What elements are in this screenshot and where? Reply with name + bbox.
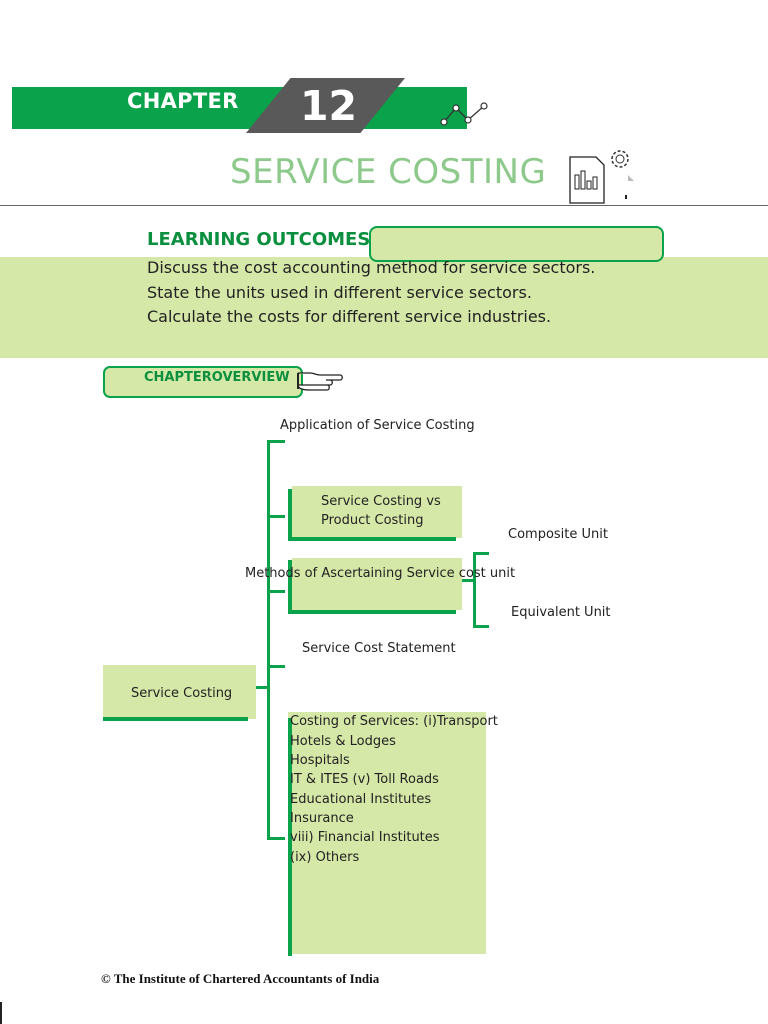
services-list-item: Educational Institutes [290, 792, 432, 807]
root-node-label: Service Costing [131, 686, 233, 701]
branch-tick [267, 440, 285, 443]
branch-tick [267, 515, 285, 518]
page-edge-mark [0, 1002, 2, 1024]
node-methods: Methods of Ascertaining Service cost uni… [245, 566, 516, 581]
learning-outcomes-heading: LEARNING OUTCOMES [147, 229, 371, 250]
services-list-item: Hotels & Lodges [290, 734, 396, 749]
node-vs-line1: Service Costing vs [321, 494, 441, 509]
learning-outcomes-tab [369, 226, 664, 262]
vs-node-box [292, 486, 462, 538]
title-rule [0, 205, 768, 206]
chapter-label: CHAPTER [127, 89, 239, 113]
services-list-item: IT & ITES (v) Toll Roads [290, 772, 439, 787]
vs-node-underline [288, 537, 456, 541]
learning-outcomes-panel [0, 257, 768, 358]
services-node-edge [288, 718, 292, 956]
chapter-overview-label: CHAPTEROVERVIEW [144, 370, 290, 385]
root-node-underline [103, 717, 248, 721]
methods-bracket-bottom [473, 625, 489, 628]
main-trunk-line [267, 440, 270, 840]
chapter-banner [12, 87, 467, 129]
node-application: Application of Service Costing [280, 418, 475, 433]
line-chart-icon [440, 102, 488, 126]
methods-node-edge [288, 560, 292, 614]
services-list-item: viii) Financial Institutes [290, 830, 440, 845]
learning-outcome-item: State the units used in different servic… [147, 283, 532, 302]
services-list-item: Hospitals [290, 753, 350, 768]
chapter-number: 12 [300, 82, 358, 130]
chapter-overview-box [103, 366, 303, 398]
node-composite-unit: Composite Unit [508, 527, 608, 542]
learning-outcome-item: Discuss the cost accounting method for s… [147, 258, 596, 277]
node-cost-statement: Service Cost Statement [302, 641, 456, 656]
node-vs-line2: Product Costing [321, 513, 424, 528]
methods-bracket [473, 552, 476, 628]
node-equivalent-unit: Equivalent Unit [511, 605, 611, 620]
services-list-item: Insurance [290, 811, 354, 826]
learning-outcome-item: Calculate the costs for different servic… [147, 307, 552, 326]
services-list-item: (ix) Others [290, 850, 360, 865]
services-node-box [288, 712, 486, 954]
methods-node-box [292, 558, 462, 610]
vs-node-edge [288, 489, 292, 540]
root-node-box [103, 665, 256, 719]
copyright-footer: © The Institute of Chartered Accountants… [101, 971, 380, 986]
services-list-item: Costing of Services: (i)Transport [290, 714, 498, 729]
root-connector [256, 686, 270, 689]
methods-node-underline [288, 610, 456, 614]
chapter-title: SERVICE COSTING [230, 152, 547, 192]
methods-connector [462, 579, 476, 582]
branch-tick [267, 590, 285, 593]
report-gear-icon [569, 150, 634, 204]
pointing-hand-icon [297, 372, 343, 391]
branch-tick [267, 665, 285, 668]
methods-bracket-top [473, 552, 489, 555]
branch-tick [267, 837, 285, 840]
